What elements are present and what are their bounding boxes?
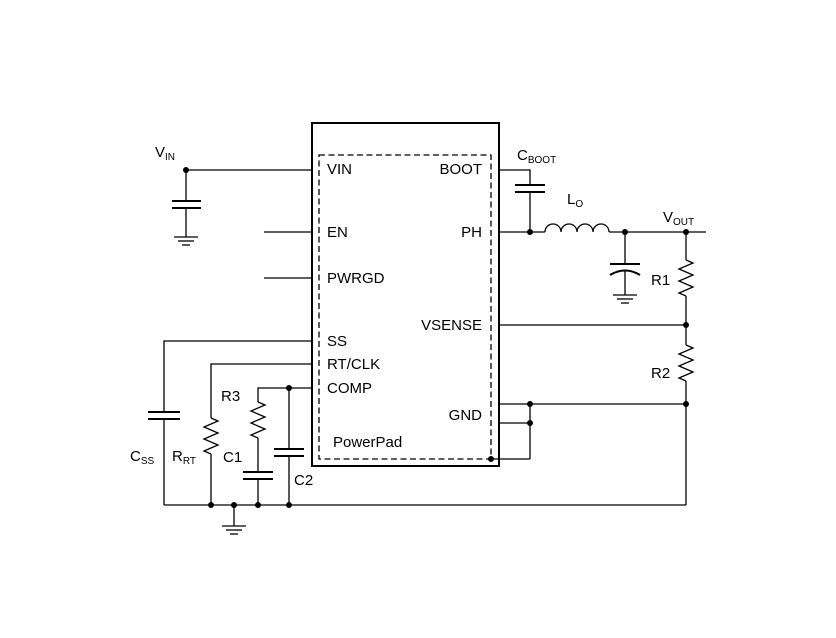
pin-ph-label: PH bbox=[461, 224, 482, 241]
r1-label: R1 bbox=[651, 272, 670, 289]
feedback-divider bbox=[499, 232, 695, 505]
pin-pwrgd-label: PWRGD bbox=[327, 270, 385, 287]
r2-label: R2 bbox=[651, 365, 670, 382]
css-label: CSS bbox=[130, 448, 155, 467]
pin-vin-label: VIN bbox=[327, 161, 352, 178]
pin-en-label: EN bbox=[327, 224, 348, 241]
cboot-capacitor bbox=[499, 169, 545, 232]
pin-boot-label: BOOT bbox=[439, 161, 482, 178]
pin-rtclk-label: RT/CLK bbox=[327, 356, 380, 373]
vin-input-network bbox=[172, 167, 312, 246]
css-capacitor bbox=[148, 340, 312, 505]
c2-label: C2 bbox=[294, 472, 313, 489]
c1-label: C1 bbox=[223, 449, 242, 466]
output-stage bbox=[499, 223, 706, 304]
vin-label: VIN bbox=[155, 144, 175, 163]
pin-vsense-label: VSENSE bbox=[421, 317, 482, 334]
rrt-label: RRT bbox=[172, 448, 196, 467]
powerpad-label: PowerPad bbox=[333, 434, 402, 451]
ground-bus bbox=[164, 502, 686, 535]
vout-label: VOUT bbox=[663, 209, 694, 228]
rrt-resistor bbox=[202, 363, 312, 505]
pin-ss-label: SS bbox=[327, 333, 347, 350]
pin-comp-label: COMP bbox=[327, 380, 372, 397]
cboot-label: CBOOT bbox=[517, 147, 556, 166]
comp-network bbox=[243, 385, 312, 505]
gnd-connections bbox=[488, 401, 686, 462]
ic-body bbox=[311, 122, 500, 467]
powerpad-outline bbox=[318, 154, 492, 460]
pin-gnd-label: GND bbox=[449, 407, 483, 424]
lo-label: LO bbox=[567, 191, 583, 210]
r3-label: R3 bbox=[221, 388, 240, 405]
